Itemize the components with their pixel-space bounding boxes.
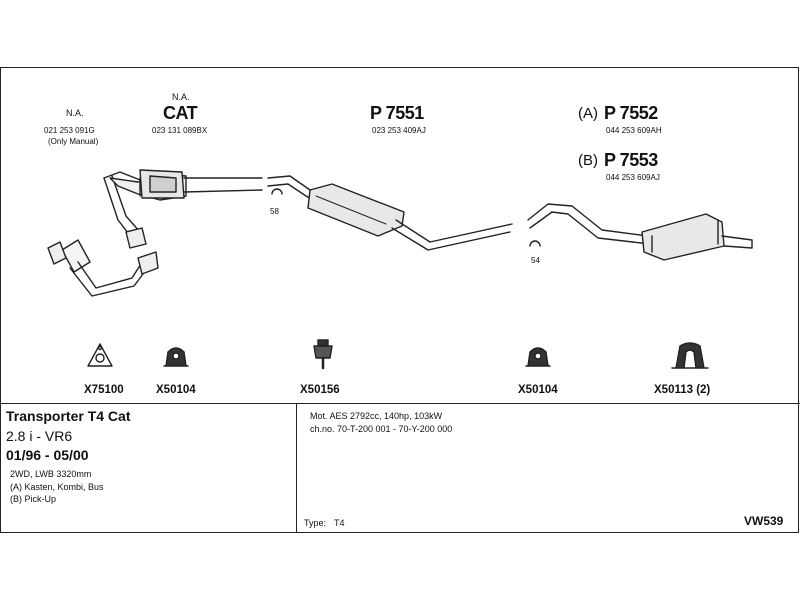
manifold-note: (Only Manual)	[48, 137, 99, 146]
type-label: Type:	[304, 518, 327, 528]
cat-title: CAT	[163, 103, 198, 123]
front-pipe-manifold-drawing	[47, 171, 159, 297]
p7553-part-number: 044 253 609AJ	[606, 173, 660, 182]
cat-part-number: 023 131 089BX	[152, 126, 208, 135]
fitting-code-x75100: X75100	[84, 384, 124, 396]
bolt-mount-icon-shape	[313, 339, 333, 370]
p7552-prefix: (A)	[578, 105, 598, 122]
fitting-code-x50104-b: X50104	[518, 384, 558, 396]
p7551-part-number: 023 253 409AJ	[372, 126, 426, 135]
type-value: T4	[334, 518, 345, 528]
vehicle-spec-2: (A) Kasten, Kombi, Bus	[10, 482, 104, 492]
reference-code: VW539	[744, 514, 784, 528]
manifold-na-label: N.A.	[66, 108, 84, 118]
rear-silencer-drawing	[527, 203, 753, 261]
fitting-code-x50113: X50113 (2)	[654, 384, 711, 396]
clamp-54-label: 54	[531, 256, 540, 265]
p7553-title: P 7553	[604, 150, 658, 170]
manifold-part-number: 021 253 091G	[44, 126, 95, 135]
rubber-hanger-icon-shape-1	[163, 347, 189, 367]
rubber-hanger-icon-shape-2	[525, 347, 551, 367]
info-column-divider	[296, 403, 297, 533]
fitting-code-x50104-a: X50104	[156, 384, 196, 396]
vehicle-spec-3: (B) Pick-Up	[10, 494, 57, 504]
p7551-title: P 7551	[370, 103, 424, 123]
vehicle-spec-1: 2WD, LWB 3320mm	[10, 469, 92, 479]
middle-silencer-drawing	[267, 175, 513, 251]
chassis-range: ch.no. 70-T-200 001 - 70-Y-200 000	[310, 424, 453, 434]
p7552-part-number: 044 253 609AH	[606, 126, 662, 135]
motor-details: Mot. AES 2792cc, 140hp, 103kW	[310, 411, 443, 421]
vehicle-engine: 2.8 i - VR6	[6, 428, 73, 444]
vehicle-years: 01/96 - 05/00	[6, 447, 89, 463]
gasket-icon-shape	[87, 343, 113, 367]
diagram-frame	[0, 67, 799, 533]
clamp-58-label: 58	[270, 207, 279, 216]
fitting-code-x50156: X50156	[300, 384, 340, 396]
catalytic-converter-drawing	[109, 169, 263, 201]
vehicle-model: Transporter T4 Cat	[6, 408, 131, 424]
cat-na-label: N.A.	[172, 92, 190, 102]
p7553-prefix: (B)	[578, 152, 598, 169]
p7552-title: P 7552	[604, 103, 658, 123]
info-divider	[0, 403, 800, 404]
rubber-hanger-icon-shape-3	[671, 342, 709, 369]
